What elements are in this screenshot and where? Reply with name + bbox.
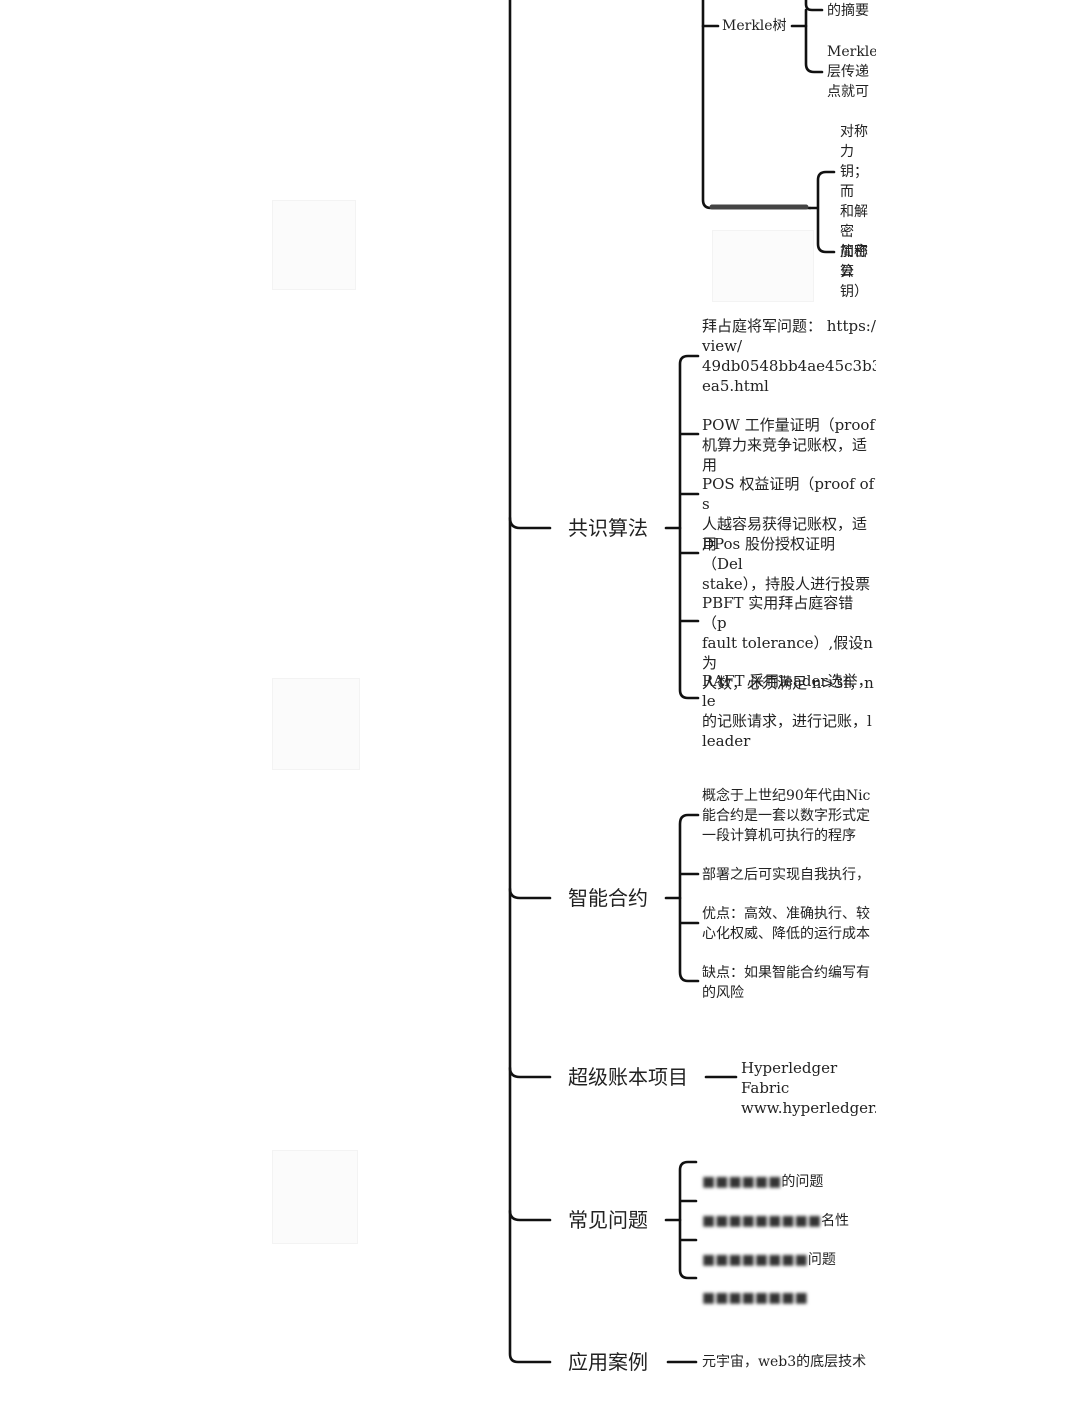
crypto-item-2: 加密算 <box>840 244 868 280</box>
faq-item-3-blurred: ■■■■■■■■ <box>702 1252 808 1268</box>
smart-contract-item-cons: 缺点：如果智能合约编写有 的风险 <box>702 965 870 1001</box>
faq-item-1: ■■■■■■的问题 <box>702 1152 823 1192</box>
branch-label-faq: 常见问题 <box>568 1208 648 1232</box>
merkle-item-2: Merkle 层传递 点就可 <box>827 44 876 100</box>
faq-item-2-blurred: ■■■■■■■■■ <box>702 1213 822 1229</box>
faq-item-4: ■■■■■■■■ <box>702 1268 808 1308</box>
consensus-item-dpos: DPos 股份授权证明 （Del stake），持股人进行投票 <box>702 535 871 593</box>
hyperledger-item: Hyperledger Fabric www.hyperledger. <box>741 1059 876 1117</box>
main-spine <box>508 0 552 1364</box>
consensus-item-pbft: PBFT 实用拜占庭容错 （p fault tolerance）,假设n为 人数… <box>702 594 874 692</box>
smart-contract-bracket <box>678 813 700 983</box>
cases-item: 元宇宙，web3的底层技术 <box>702 1354 867 1370</box>
faq-item-4-blurred: ■■■■■■■■ <box>702 1290 808 1306</box>
consensus-item-pow: POW 工作量证明（proof 机算力来竞争记账权，适用 <box>702 416 875 474</box>
faq-bracket <box>678 1160 698 1280</box>
faq-item-1-text: 的问题 <box>781 1174 824 1190</box>
consensus-item-raft: RAFT 采用leader选举，le 的记账请求，进行记账，l leader <box>702 672 873 750</box>
crypto-item-1: 对称力 钥；而 和解密 简称公 钥） <box>840 124 868 300</box>
branch-connector-faq <box>508 1209 552 1222</box>
watermark-tile <box>272 1150 358 1244</box>
smart-contract-item-deploy: 部署之后可实现自我执行， <box>702 867 870 883</box>
branch-connector-hyperledger <box>508 1066 552 1079</box>
faq-item-2-text: 名性 <box>821 1213 850 1229</box>
faq-item-3: ■■■■■■■■问题 <box>702 1230 836 1270</box>
branch-label-cases: 应用案例 <box>568 1350 648 1374</box>
merkle-bracket <box>804 0 824 74</box>
faq-item-1-blurred: ■■■■■■ <box>702 1174 782 1190</box>
branch-connector-smart-contract <box>508 887 552 900</box>
connector-lines <box>508 0 836 1364</box>
consensus-item-byzantine: 拜占庭将军问题： https:/ view/ 49db0548bb4ae45c3… <box>702 317 876 395</box>
crypto-bracket <box>808 170 836 254</box>
merkle-item-1: 的摘要 <box>827 3 869 19</box>
branch-label-consensus: 共识算法 <box>568 516 648 540</box>
watermark-tile <box>272 200 356 290</box>
merkle-node-label: Merkle树 <box>722 18 787 34</box>
consensus-item-pos: POS 权益证明（proof of s 人越容易获得记账权，适用 <box>702 475 875 553</box>
consensus-bracket <box>678 354 700 700</box>
watermark-tile <box>272 678 360 770</box>
branch-connector-consensus <box>508 516 552 530</box>
faq-item-2: ■■■■■■■■■名性 <box>702 1191 849 1231</box>
branch-label-hyperledger: 超级账本项目 <box>568 1065 688 1089</box>
smart-contract-item-concept: 概念于上世纪90年代由Nic 能合约是一套以数字形式定 一段计算机可执行的程序 <box>702 788 871 844</box>
watermark-tile <box>712 230 814 302</box>
smart-contract-item-pros: 优点：高效、准确执行、较 心化权威、降低的运行成本 <box>702 906 870 942</box>
branch-label-smart-contract: 智能合约 <box>568 886 648 910</box>
visible-map-area: 的摘要 Merkle树 Merkle 层传递 点就可 对称力 钥；而 和解密 简… <box>508 0 876 1374</box>
faq-item-3-text: 问题 <box>807 1252 836 1268</box>
